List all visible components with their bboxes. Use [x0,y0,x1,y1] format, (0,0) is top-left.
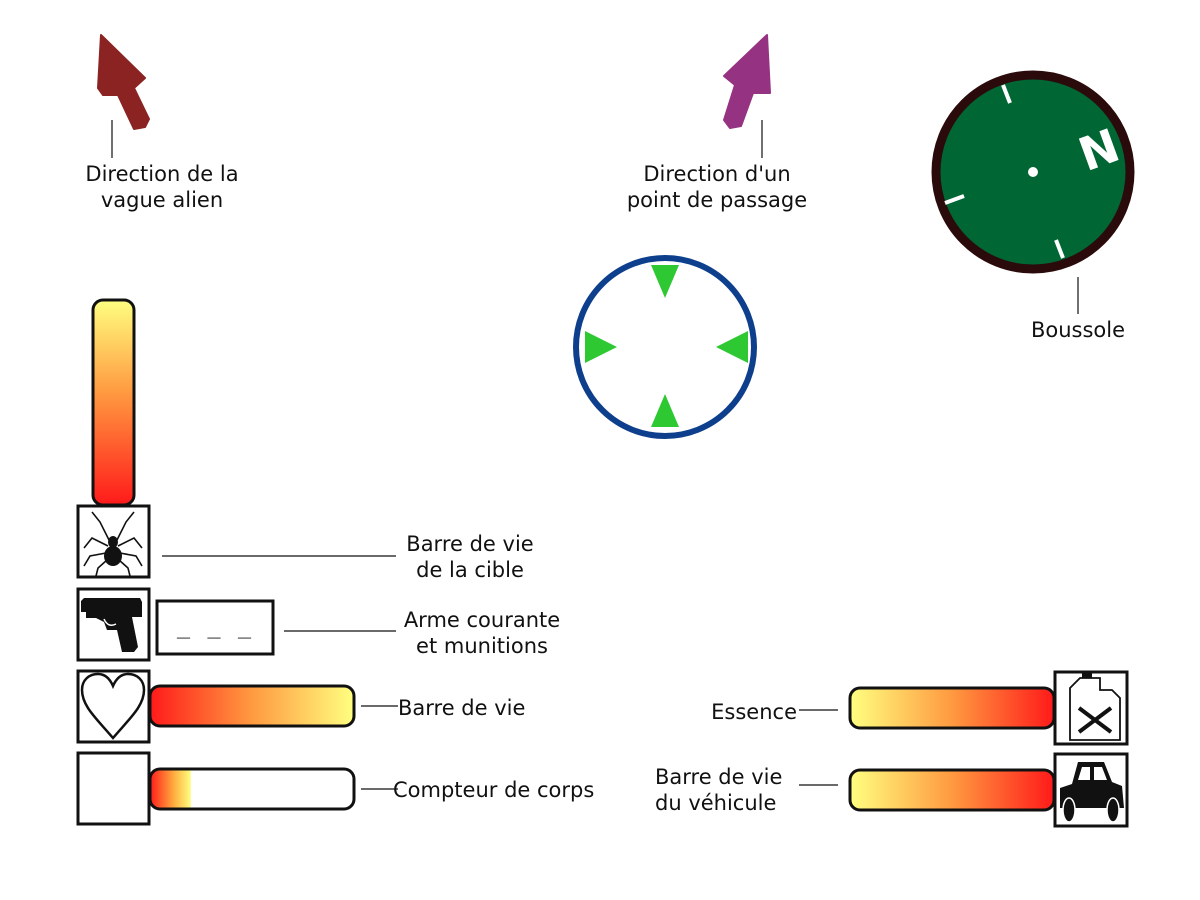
alien-wave-direction-label: Direction de la vague alien [85,162,239,212]
target-health-label: Barre de vie de la cible [406,532,534,582]
body-count-icon-box [76,751,151,826]
health-bar [148,684,356,728]
compass-tick [944,194,965,205]
waypoint-arrow-icon [723,34,771,129]
vehicle-health-label: Barre de vie du véhicule [655,765,783,815]
crosshair-mark-right [716,331,748,363]
jerrycan-icon [1053,670,1129,746]
crosshair-icon [573,255,757,439]
pistol-icon [76,587,151,662]
fuel-bar [848,686,1056,730]
spider-icon [76,504,151,579]
body-count-fill [150,769,191,809]
compass-tick [1001,84,1012,104]
crosshair-mark-bottom [651,394,679,427]
crosshair-mark-left [585,331,617,363]
health-label: Barre de vie [398,696,526,720]
target-health-bar [91,298,136,507]
alien-wave-arrow-icon [97,34,150,130]
body-count-label: Compteur de corps [393,778,595,802]
compass-center-dot [1028,167,1038,177]
compass-label: Boussole [1030,318,1126,342]
ammo-count: _ _ _ [176,614,254,639]
compass-tick [1054,239,1065,259]
fuel-label: Essence [711,700,797,724]
body-count-bar [148,767,356,811]
heart-icon [76,669,151,744]
compass-icon: N [931,70,1135,274]
weapon-ammo-label: Arme courante et munitions [403,608,561,658]
ammo-display [155,599,275,656]
car-icon [1053,752,1129,828]
waypoint-direction-label: Direction d'un point de passage [626,162,808,212]
vehicle-health-bar [848,768,1056,812]
crosshair-mark-top [651,265,679,298]
